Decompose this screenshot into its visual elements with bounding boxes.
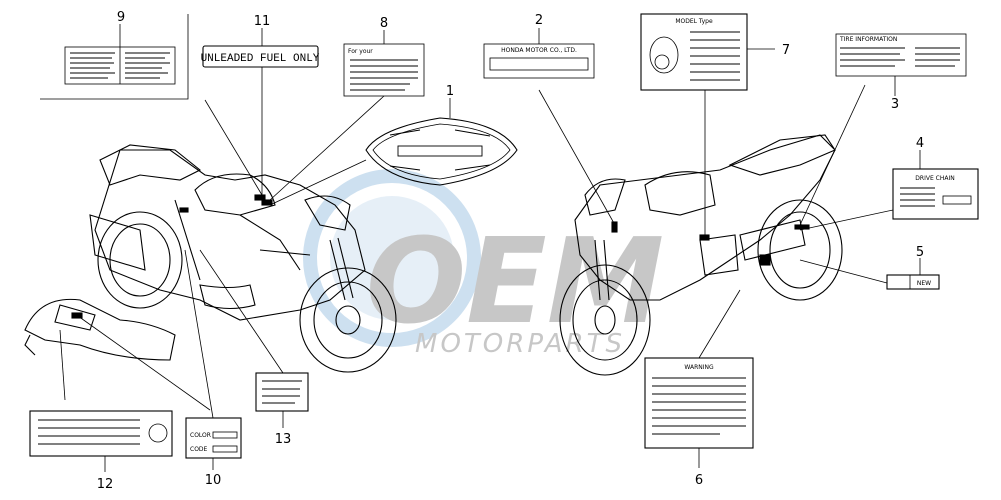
leader-lines — [59, 67, 894, 419]
watermark: OEM MOTORPARTS — [303, 169, 664, 359]
callout-numbers: 9 11 8 1 2 7 3 4 5 6 13 10 12 — [97, 10, 924, 492]
seat-drawing — [24, 298, 176, 361]
label-12 — [29, 410, 173, 472]
label-2: HONDA MOTOR CO., LTD. — [483, 28, 595, 79]
callout-1: 1 — [446, 84, 454, 99]
label-1-emblem — [365, 98, 518, 186]
callout-12: 12 — [97, 477, 114, 492]
label-9 — [40, 14, 189, 100]
callout-4: 4 — [916, 136, 924, 151]
callout-10: 10 — [205, 473, 222, 488]
tire-info-text: TIRE INFORMATION — [839, 36, 897, 43]
unleaded-fuel-label: UNLEADED FUEL ONLY — [201, 53, 320, 65]
code-text: CODE — [190, 446, 208, 453]
callout-11: 11 — [254, 14, 271, 29]
watermark-main: OEM — [366, 212, 664, 350]
callout-7: 7 — [782, 43, 790, 58]
drive-chain-text: DRIVE CHAIN — [915, 175, 954, 182]
label-11: UNLEADED FUEL ONLY — [201, 28, 320, 68]
callout-8: 8 — [380, 16, 388, 31]
label-7: MODEL Type — [640, 13, 775, 91]
callout-9: 9 — [117, 10, 125, 25]
label-3: TIRE INFORMATION — [835, 33, 967, 96]
callout-13: 13 — [275, 432, 292, 447]
label-13 — [255, 372, 309, 428]
callout-3: 3 — [891, 97, 899, 112]
model-type-text: MODEL Type — [675, 18, 713, 25]
label-8: For your — [343, 30, 425, 97]
callout-5: 5 — [916, 245, 924, 260]
new-text: NEW — [917, 280, 931, 287]
for-your-text: For your — [348, 48, 373, 55]
label-6: WARNING — [644, 357, 754, 468]
left-motorcycle — [89, 144, 397, 373]
label-5: NEW — [886, 258, 940, 290]
watermark-sub: MOTORPARTS — [415, 329, 625, 359]
warning-text: WARNING — [684, 364, 714, 371]
right-motorcycle — [559, 134, 843, 376]
label-4: DRIVE CHAIN — [892, 150, 979, 220]
label-10: COLOR CODE — [185, 417, 242, 470]
callout-2: 2 — [535, 13, 543, 28]
color-text: COLOR — [190, 432, 211, 439]
maker-text: HONDA MOTOR CO., LTD. — [501, 47, 577, 54]
callout-6: 6 — [695, 473, 703, 488]
